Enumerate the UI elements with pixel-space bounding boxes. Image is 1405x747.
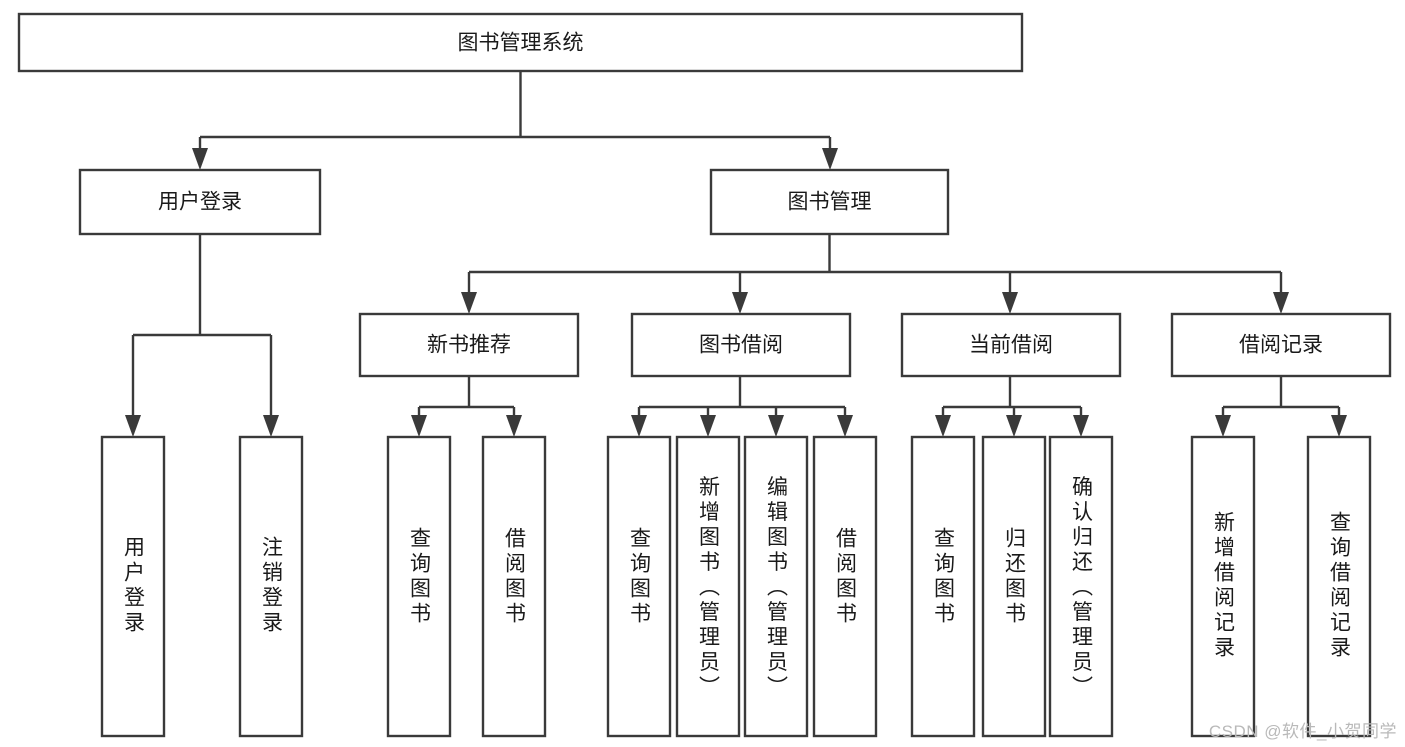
node-leaf-confirm-return-label: 确认归还（管理员） <box>1070 476 1094 701</box>
node-leaf-confirm-return[interactable]: 确认归还（管理员） <box>1048 435 1114 738</box>
node-leaf-return-book[interactable]: 归还图书 <box>981 435 1047 738</box>
node-borrow-record-label: 借阅记录 <box>1239 334 1323 357</box>
arrowhead-current-borrow <box>1002 292 1018 314</box>
node-leaf-query-book-3-box[interactable] <box>910 435 976 738</box>
arrowhead-leaf-add-book <box>700 415 716 437</box>
arrowhead-new-book-rec <box>461 292 477 314</box>
node-leaf-logout-box[interactable] <box>238 435 304 738</box>
node-leaf-borrow-book-2-label: 借阅图书 <box>834 527 858 627</box>
node-leaf-add-book[interactable]: 新增图书（管理员） <box>675 435 741 738</box>
node-leaf-logout-label: 注销登录 <box>260 536 284 636</box>
node-current-borrow-box[interactable] <box>900 312 1122 378</box>
watermark-text: CSDN @软件_小贺同学 <box>1208 722 1397 741</box>
node-leaf-query-record-box[interactable] <box>1306 435 1372 738</box>
node-leaf-user-login-label: 用户登录 <box>122 536 146 636</box>
node-leaf-logout[interactable]: 注销登录 <box>238 435 304 738</box>
arrowhead-leaf-borrow-book-1 <box>506 415 522 437</box>
node-leaf-query-book-1-label: 查询图书 <box>408 527 432 627</box>
arrowhead-leaf-query-book-1 <box>411 415 427 437</box>
arrowhead-book-manage <box>822 148 838 170</box>
node-leaf-query-book-2[interactable]: 查询图书 <box>606 435 672 738</box>
node-leaf-query-book-2-box[interactable] <box>606 435 672 738</box>
node-leaf-borrow-book-1-box[interactable] <box>481 435 547 738</box>
node-leaf-borrow-book-1[interactable]: 借阅图书 <box>481 435 547 738</box>
node-book-borrow-box[interactable] <box>630 312 852 378</box>
node-leaf-add-record-box[interactable] <box>1190 435 1256 738</box>
arrowhead-borrow-record <box>1273 292 1289 314</box>
arrowhead-leaf-confirm-return <box>1073 415 1089 437</box>
node-user-login[interactable]: 用户登录 <box>78 168 322 236</box>
node-borrow-record[interactable]: 借阅记录 <box>1170 312 1392 378</box>
node-leaf-query-book-2-label: 查询图书 <box>628 527 652 627</box>
node-leaf-query-book-1[interactable]: 查询图书 <box>386 435 452 738</box>
node-book-manage-label: 图书管理 <box>788 191 872 214</box>
arrowhead-leaf-add-record <box>1215 415 1231 437</box>
node-current-borrow-label: 当前借阅 <box>969 334 1053 357</box>
node-leaf-add-book-label: 新增图书（管理员） <box>697 476 721 701</box>
node-borrow-record-box[interactable] <box>1170 312 1392 378</box>
node-book-borrow-label: 图书借阅 <box>699 334 783 357</box>
node-leaf-return-book-box[interactable] <box>981 435 1047 738</box>
node-leaf-borrow-book-2[interactable]: 借阅图书 <box>812 435 878 738</box>
node-root-box[interactable] <box>17 12 1024 73</box>
node-new-book-rec[interactable]: 新书推荐 <box>358 312 580 378</box>
arrowhead-leaf-edit-book <box>768 415 784 437</box>
node-leaf-query-book-3[interactable]: 查询图书 <box>910 435 976 738</box>
node-leaf-edit-book[interactable]: 编辑图书（管理员） <box>743 435 809 738</box>
node-leaf-confirm-return-box[interactable] <box>1048 435 1114 738</box>
arrowhead-leaf-borrow-book-2 <box>837 415 853 437</box>
node-leaf-query-record[interactable]: 查询借阅记录 <box>1306 435 1372 738</box>
node-leaf-add-book-box[interactable] <box>675 435 741 738</box>
arrowhead-leaf-user-login <box>125 415 141 437</box>
node-leaf-add-record[interactable]: 新增借阅记录 <box>1190 435 1256 738</box>
arrowhead-leaf-query-book-3 <box>935 415 951 437</box>
node-leaf-user-login-box[interactable] <box>100 435 166 738</box>
node-leaf-borrow-book-2-box[interactable] <box>812 435 878 738</box>
node-leaf-user-login[interactable]: 用户登录 <box>100 435 166 738</box>
node-leaf-query-book-1-box[interactable] <box>386 435 452 738</box>
connector-layer <box>125 71 1347 437</box>
node-leaf-query-record-label: 查询借阅记录 <box>1328 511 1352 661</box>
node-leaf-add-record-label: 新增借阅记录 <box>1212 511 1236 661</box>
node-new-book-rec-box[interactable] <box>358 312 580 378</box>
node-leaf-return-book-label: 归还图书 <box>1003 527 1027 627</box>
node-book-manage[interactable]: 图书管理 <box>709 168 950 236</box>
node-user-login-label: 用户登录 <box>158 191 242 214</box>
node-leaf-query-book-3-label: 查询图书 <box>932 527 956 627</box>
node-root[interactable]: 图书管理系统 <box>17 12 1024 73</box>
arrowhead-leaf-return-book <box>1006 415 1022 437</box>
node-leaf-edit-book-label: 编辑图书（管理员） <box>765 476 789 701</box>
node-new-book-rec-label: 新书推荐 <box>427 334 511 357</box>
arrowhead-leaf-query-record <box>1331 415 1347 437</box>
node-leaf-borrow-book-1-label: 借阅图书 <box>503 527 527 627</box>
node-book-borrow[interactable]: 图书借阅 <box>630 312 852 378</box>
arrowhead-leaf-query-book-2 <box>631 415 647 437</box>
node-leaf-edit-book-box[interactable] <box>743 435 809 738</box>
node-root-label: 图书管理系统 <box>458 32 584 55</box>
arrowhead-user-login <box>192 148 208 170</box>
arrowhead-book-borrow <box>732 292 748 314</box>
node-current-borrow[interactable]: 当前借阅 <box>900 312 1122 378</box>
node-book-manage-box[interactable] <box>709 168 950 236</box>
node-user-login-box[interactable] <box>78 168 322 236</box>
arrowhead-leaf-logout <box>263 415 279 437</box>
